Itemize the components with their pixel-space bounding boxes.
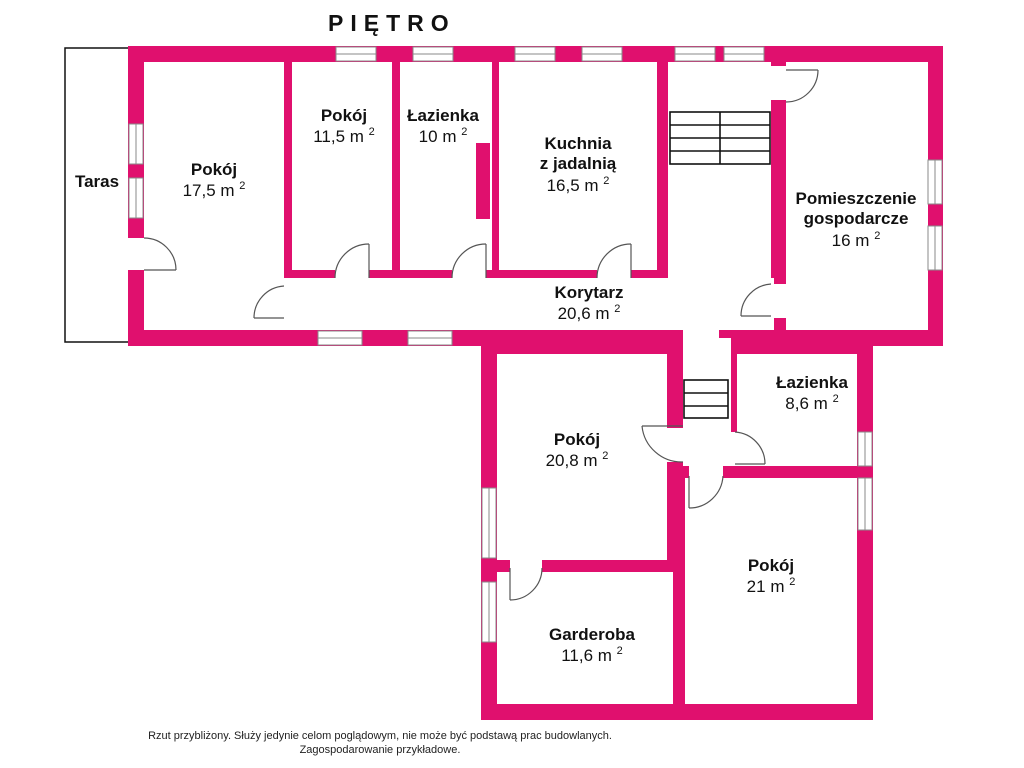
room-name: Taras <box>74 172 120 191</box>
windows-left <box>128 123 144 219</box>
room-name: Pokój <box>553 430 601 449</box>
room-name: Kuchnia <box>544 134 612 153</box>
disclaimer-line2: Zagospodarowanie przykładowe. <box>299 743 461 756</box>
room-area: 11,6 m 2 <box>561 645 623 666</box>
label-lazienka-10: Łazienka 10 m 2 <box>407 106 479 148</box>
label-kuchnia: Kuchnia z jadalnią 16,5 m 2 <box>540 134 617 196</box>
room-korytarz <box>284 278 774 330</box>
label-korytarz: Korytarz 20,6 m 2 <box>555 283 624 325</box>
room-area: 10 m 2 <box>418 126 468 147</box>
label-gospodarcze: Pomieszczenie gospodarcze 16 m 2 <box>796 189 917 251</box>
floor-title: PIĘTRO <box>328 10 456 36</box>
room-lazienka-8 <box>737 354 857 466</box>
room-pokoj-21 <box>685 478 857 704</box>
room-name: Korytarz <box>554 283 624 302</box>
room-area: 11,5 m 2 <box>313 126 375 147</box>
room-name: Łazienka <box>407 106 479 125</box>
disclaimer-line1: Rzut przybliżony. Służy jedynie celom po… <box>148 730 612 742</box>
room-name: Pokój <box>190 160 238 179</box>
room-name: Pokój <box>320 106 368 125</box>
room-gospodarcze <box>786 62 928 330</box>
room-pokoj-20 <box>497 354 667 560</box>
room-area: 20,8 m 2 <box>545 450 609 471</box>
corridor-opening <box>683 330 719 350</box>
room-pokoj-11 <box>292 62 392 270</box>
doors <box>128 66 819 601</box>
room-name: Łazienka <box>776 373 848 392</box>
room-name: Pomieszczenie <box>795 189 917 208</box>
room-name: Pokój <box>747 556 795 575</box>
label-lazienka-8: Łazienka 8,6 m 2 <box>776 373 848 415</box>
room-garderoba <box>497 572 673 704</box>
room-hall-lower <box>683 338 731 466</box>
chimney <box>476 143 490 219</box>
windows-right <box>481 159 943 643</box>
label-taras: Taras <box>75 172 119 192</box>
label-pokoj-21: Pokój 21 m 2 <box>747 556 796 598</box>
stairs-lower <box>683 379 729 419</box>
terrace-area <box>64 47 131 343</box>
label-pokoj-17: Pokój 17,5 m 2 <box>183 160 246 202</box>
room-kuchnia <box>499 62 657 270</box>
room-name: Garderoba <box>549 625 635 644</box>
windows-top <box>335 46 765 62</box>
room-area: 16,5 m 2 <box>546 174 610 195</box>
room-area: 8,6 m 2 <box>785 393 839 414</box>
room-area: 21 m 2 <box>746 576 796 597</box>
label-pokoj-11: Pokój 11,5 m 2 <box>313 106 375 148</box>
room-name-line2: z jadalnią <box>539 154 617 174</box>
room-area: 16 m 2 <box>831 229 881 250</box>
label-garderoba: Garderoba 11,6 m 2 <box>549 625 635 667</box>
stairs-upper <box>669 111 771 165</box>
room-name-line2: gospodarcze <box>803 209 909 229</box>
label-pokoj-20: Pokój 20,8 m 2 <box>546 430 609 472</box>
windows-corridor <box>317 330 453 346</box>
room-pokoj-17 <box>144 62 284 330</box>
room-area: 17,5 m 2 <box>182 180 246 201</box>
room-area: 20,6 m 2 <box>557 303 621 324</box>
disclaimer: Rzut przybliżony. Służy jedynie celom po… <box>148 730 612 758</box>
